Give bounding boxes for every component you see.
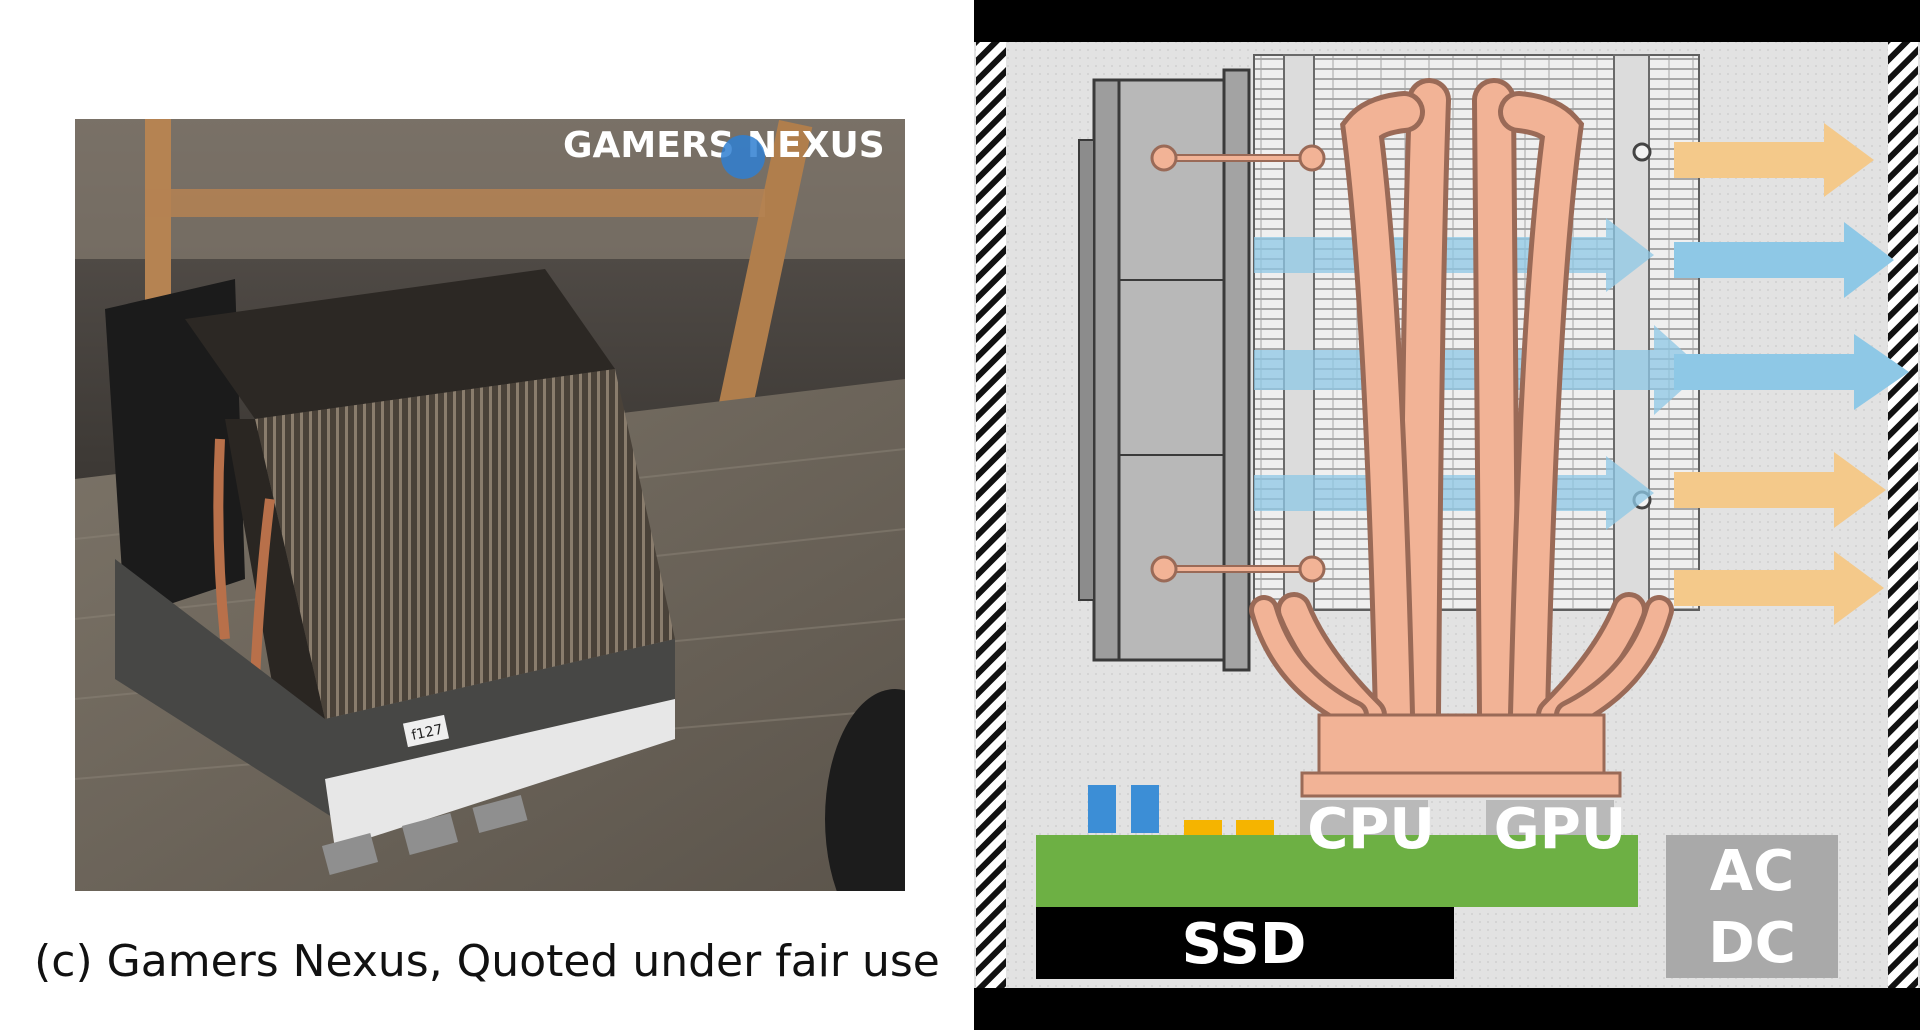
cpu-label: CPU — [1307, 797, 1435, 862]
gpu-label: GPU — [1494, 797, 1626, 862]
photo-heatsink-fins — [255, 369, 675, 719]
acdc-label-line2: DC — [1708, 911, 1796, 976]
photo-device-label-text: f127 — [410, 722, 444, 744]
photo-heatpipe — [250, 498, 275, 680]
photo-white-bar — [325, 699, 675, 849]
acdc-label-line1: AC — [1710, 839, 1794, 904]
photo-fan — [105, 279, 245, 619]
caption: (c) Gamers Nexus, Quoted under fair use — [34, 936, 940, 987]
photo-heatpipe — [213, 438, 230, 640]
cold-plate — [1317, 713, 1606, 775]
cold-plate-base — [1300, 771, 1622, 798]
board-component-yellow — [1184, 820, 1222, 835]
power-supply — [1666, 835, 1838, 978]
right-panel: CPU GPU SSD AC DC — [974, 0, 1920, 1030]
photo-heatsink-top — [185, 269, 615, 419]
photo-device-label — [402, 714, 450, 748]
heatpipes — [1249, 78, 1674, 737]
ssd — [1036, 907, 1454, 979]
watermark-logo: GAMERS NEXUS — [563, 125, 885, 179]
case-wall-left — [976, 42, 1006, 988]
board-component-blue — [1131, 785, 1159, 833]
cooling-diagram: CPU GPU SSD AC DC — [974, 42, 1920, 988]
board-component-yellow — [1236, 820, 1274, 835]
case-wall-right — [1888, 42, 1918, 988]
fan-clip — [1150, 144, 1326, 583]
board-component-blue — [1088, 785, 1116, 833]
gpu-chip — [1486, 800, 1614, 836]
left-panel: f127 GAMERS NEXUS (c) Gamers Nexus, Quot… — [34, 119, 940, 987]
ssd-label: SSD — [1182, 912, 1307, 977]
motherboard — [1036, 835, 1638, 907]
photo-illustration: f127 GAMERS NEXUS — [75, 119, 905, 891]
cpu-chip — [1300, 800, 1428, 836]
photo-heatsink: f127 GAMERS NEXUS — [75, 119, 905, 891]
exhaust-airflow — [1674, 123, 1909, 625]
